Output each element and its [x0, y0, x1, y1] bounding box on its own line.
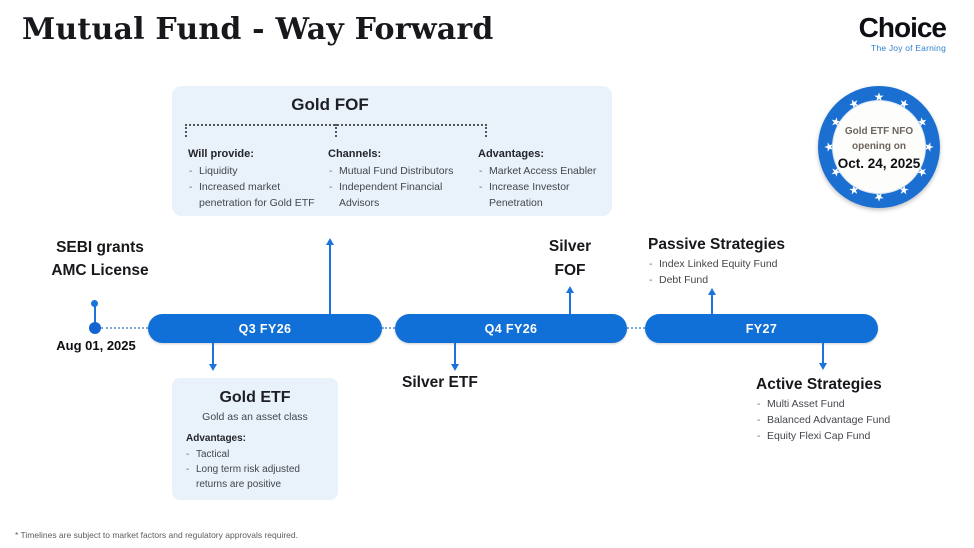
- list-item: Market Access Enabler: [478, 164, 604, 180]
- silver-fof-label: Silver FOF: [520, 235, 620, 283]
- list-item: Equity Flexi Cap Fund: [756, 429, 936, 445]
- list-item: Tactical: [185, 447, 330, 462]
- gold-fof-column-will-provide: Will provide: Liquidity Increased market…: [188, 148, 330, 211]
- choice-logo: Choice The Joy of Earning: [858, 12, 947, 54]
- sebi-line1: SEBI grants: [56, 239, 144, 256]
- gold-fof-card: Gold FOF Will provide: Liquidity Increas…: [172, 86, 612, 216]
- list-item: Increased market penetration for Gold ET…: [188, 180, 330, 212]
- nfo-badge: ★ ★ ★ ★ ★ ★ ★ ★ ★ ★ ★ ★ Gold ETF NFO ope…: [818, 86, 940, 208]
- gold-fof-column-advantages: Advantages: Market Access Enabler Increa…: [478, 148, 604, 211]
- star-icon: ★: [873, 90, 885, 104]
- connector-line: [569, 292, 571, 314]
- gold-etf-card: Gold ETF Gold as an asset class Advantag…: [172, 378, 338, 500]
- list-item: Debt Fund: [648, 273, 818, 289]
- list-item: Long term risk adjusted returns are posi…: [185, 462, 330, 492]
- logo-wordmark: Choice: [858, 12, 947, 43]
- arrow-up-icon: [325, 238, 334, 245]
- footnote: * Timelines are subject to market factor…: [15, 530, 298, 540]
- bracket-tick: [335, 124, 337, 137]
- sebi-line2: AMC License: [51, 262, 149, 280]
- timeline-pill-fy27: FY27: [645, 314, 878, 343]
- arrow-up-icon: [707, 288, 716, 295]
- milestone-dot: [89, 322, 101, 334]
- badge-text: opening on: [852, 140, 906, 152]
- passive-strategies-title: Passive Strategies: [648, 236, 786, 253]
- column-heading: Channels:: [328, 148, 382, 160]
- list-item: Multi Asset Fund: [756, 397, 936, 413]
- list-item: Mutual Fund Distributors: [328, 164, 468, 180]
- connector-line: [822, 343, 824, 364]
- timeline-dotted-connector: [382, 327, 395, 329]
- bracket-tick: [485, 124, 487, 137]
- page-title: Mutual Fund - Way Forward: [22, 12, 494, 47]
- connector-line: [454, 343, 456, 365]
- gold-fof-column-channels: Channels: Mutual Fund Distributors Indep…: [328, 148, 468, 211]
- bracket-tick: [185, 124, 187, 137]
- list-item: Balanced Advantage Fund: [756, 413, 936, 429]
- milestone-stem: [94, 304, 96, 325]
- arrow-up-icon: [565, 286, 574, 293]
- active-strategies-title: Active Strategies: [756, 376, 882, 393]
- silver-fof-line2: FOF: [554, 262, 586, 280]
- badge-text: Gold ETF NFO: [844, 125, 914, 137]
- badge-date: Oct. 24, 2025: [837, 155, 921, 171]
- gold-fof-title: Gold FOF: [291, 95, 369, 114]
- sebi-milestone-label: SEBI grants AMC License: [26, 236, 174, 283]
- arrow-down-icon: [450, 364, 459, 371]
- timeline-dotted-connector: [627, 327, 645, 329]
- timeline-pill-q4fy26: Q4 FY26: [395, 314, 627, 343]
- connector-line: [212, 343, 214, 365]
- timeline-pill-q3fy26: Q3 FY26: [148, 314, 382, 343]
- list-item: Independent Financial Advisors: [328, 180, 468, 212]
- list-item: Liquidity: [188, 164, 330, 180]
- sebi-date: Aug 01, 2025: [56, 338, 136, 353]
- active-strategies-group: Active Strategies Multi Asset Fund Balan…: [756, 376, 936, 444]
- column-heading: Will provide:: [188, 148, 254, 160]
- column-heading: Advantages:: [478, 148, 545, 160]
- connector-line: [329, 245, 331, 314]
- timeline-dotted-connector: [101, 327, 148, 329]
- arrow-down-icon: [818, 363, 827, 370]
- milestone-stem-cap: [91, 300, 98, 307]
- list-item: Increase Investor Penetration: [478, 180, 604, 212]
- logo-tagline: The Joy of Earning: [871, 43, 946, 53]
- silver-fof-line1: Silver: [548, 238, 592, 255]
- list-item: Index Linked Equity Fund: [648, 257, 818, 273]
- gold-etf-subtitle: Gold as an asset class: [202, 411, 308, 423]
- badge-inner: Gold ETF NFO opening on Oct. 24, 2025: [832, 100, 926, 194]
- gold-etf-title: Gold ETF: [219, 389, 291, 406]
- arrow-down-icon: [208, 364, 217, 371]
- connector-line: [711, 294, 713, 314]
- silver-etf-label: Silver ETF: [402, 374, 478, 391]
- gold-etf-advantages-heading: Advantages:: [186, 433, 247, 444]
- passive-strategies-group: Passive Strategies Index Linked Equity F…: [648, 236, 818, 289]
